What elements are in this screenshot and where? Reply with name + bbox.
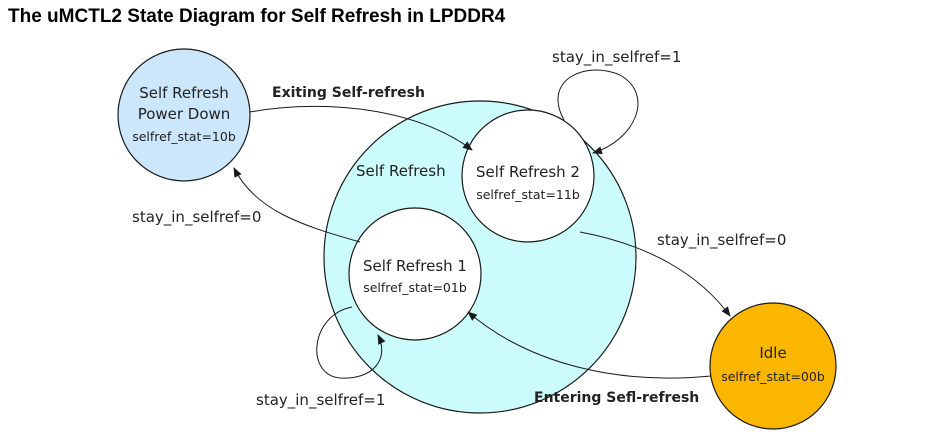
exiting-arrow	[249, 105, 473, 151]
self-refresh-1-label: Self Refresh 1	[363, 257, 467, 275]
state-self-refresh-1: Self Refresh 1 selfref_stat=01b	[348, 207, 482, 341]
entering-label: Entering Sefl-refresh	[534, 390, 699, 406]
idle-stat: selfref_stat=00b	[721, 369, 825, 384]
self-refresh-2-label: Self Refresh 2	[476, 163, 580, 181]
entering-arrow	[467, 311, 712, 379]
self-refresh-1-stat: selfref_stat=01b	[363, 280, 467, 295]
power-down-label-line1: Self Refresh	[139, 84, 229, 102]
power-down-label-line2: Power Down	[138, 105, 231, 123]
sr1-to-power-down-arrow	[233, 167, 361, 243]
sr2-loop-label: stay_in_selfref=1	[552, 48, 681, 67]
self-refresh-region-label: Self Refresh	[356, 162, 446, 180]
sr1-loop-label: stay_in_selfref=1	[256, 391, 385, 410]
sr2-self-loop-arrow	[557, 69, 639, 155]
state-idle: Idle selfref_stat=00b	[709, 302, 837, 430]
sr1-to-power-down-label: stay_in_selfref=0	[132, 208, 261, 227]
exiting-label: Exiting Self-refresh	[272, 85, 425, 101]
sr1-self-loop-arrow	[316, 306, 386, 379]
sr2-to-idle-label: stay_in_selfref=0	[657, 231, 786, 250]
state-self-refresh-2: Self Refresh 2 selfref_stat=11b	[461, 109, 595, 243]
page-title: The uMCTL2 State Diagram for Self Refres…	[8, 6, 506, 27]
sr2-to-idle-arrow	[579, 231, 731, 317]
state-self-refresh-power-down: Self Refresh Power Down selfref_stat=10b	[117, 48, 251, 182]
self-refresh-2-stat: selfref_stat=11b	[476, 187, 580, 202]
power-down-stat: selfref_stat=10b	[132, 129, 236, 144]
idle-label: Idle	[759, 344, 786, 362]
